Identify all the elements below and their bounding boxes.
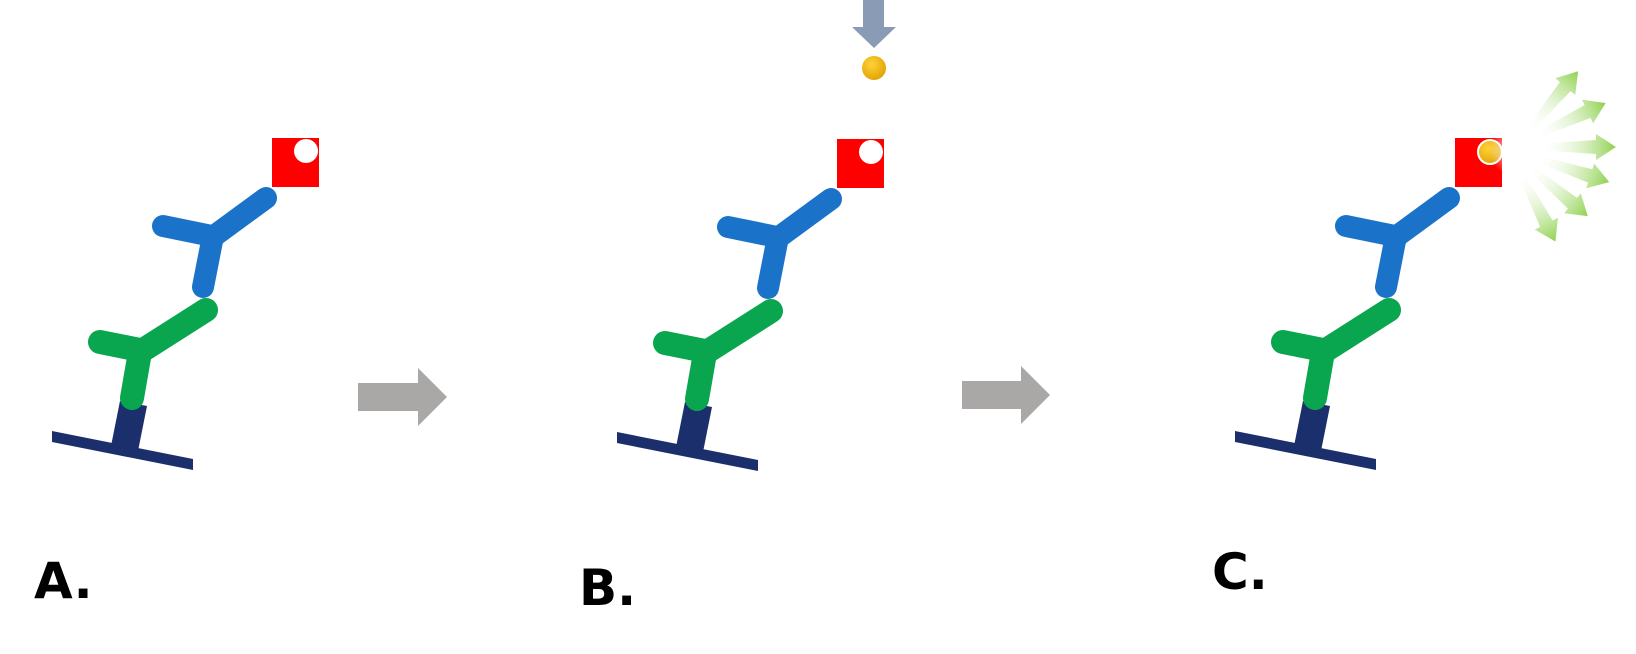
light-emission-icon — [1489, 71, 1616, 242]
panel-label-c: C. — [1212, 543, 1268, 601]
light-ray — [1533, 99, 1606, 139]
binding-site-icon — [294, 139, 318, 163]
step-arrow-icon — [962, 366, 1050, 424]
substrate-icon — [862, 56, 886, 80]
light-ray — [1517, 170, 1558, 242]
binding-site-icon — [859, 140, 883, 164]
panel-label-b: B. — [579, 559, 637, 617]
panel-c-assembly — [1235, 138, 1502, 470]
light-ray — [1534, 155, 1610, 189]
light-ray — [1538, 134, 1616, 160]
panel-b-assembly — [617, 139, 884, 471]
step-arrow-icon — [358, 368, 447, 426]
light-ray — [1525, 71, 1579, 133]
substrate-addition-arrow-icon — [852, 0, 896, 48]
panel-a-assembly — [52, 138, 319, 470]
light-ray — [1526, 163, 1588, 217]
panel-label-a: A. — [34, 552, 93, 610]
